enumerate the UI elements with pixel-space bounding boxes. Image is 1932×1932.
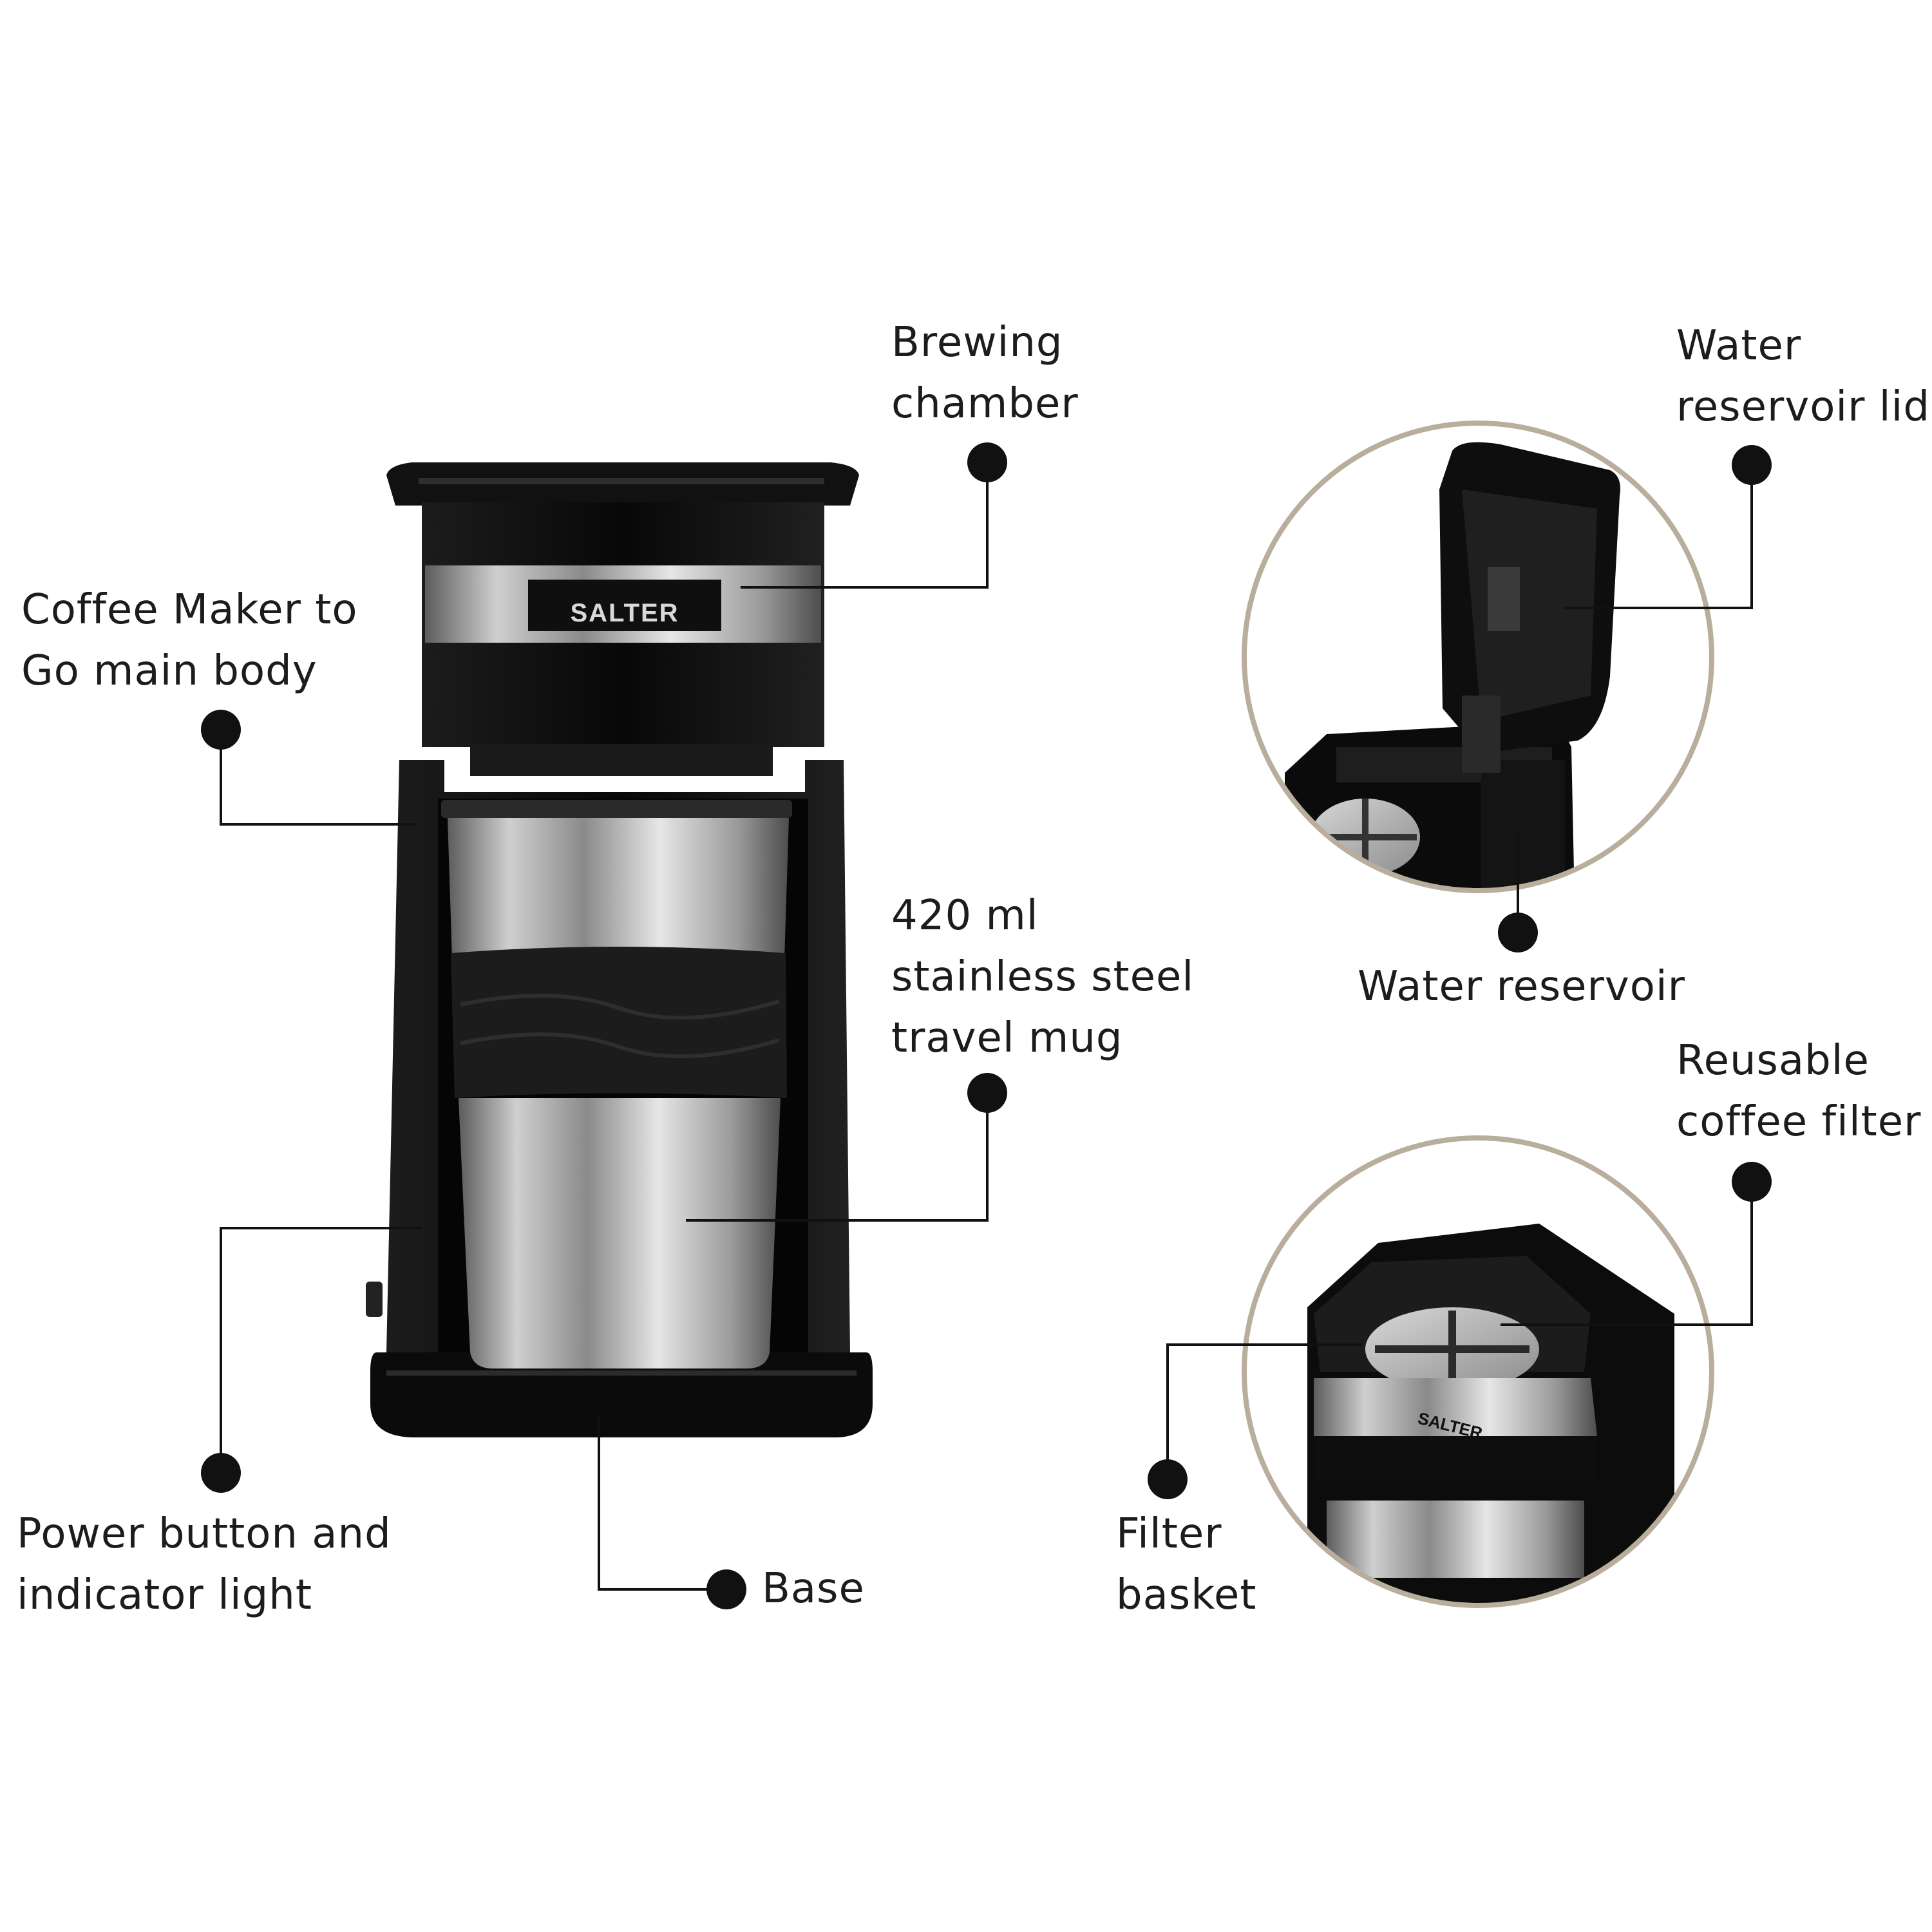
label-line: Base bbox=[762, 1565, 865, 1613]
lid-hinge bbox=[1462, 696, 1501, 773]
mug-upper-steel bbox=[448, 818, 789, 960]
mug-grip-band bbox=[451, 947, 787, 1098]
filter-steel-band bbox=[1314, 1378, 1597, 1436]
lid-vent bbox=[1488, 567, 1520, 631]
detail-circle-water-reservoir bbox=[1242, 421, 1714, 893]
leader-brewing-chamber bbox=[741, 462, 989, 589]
brand-plate bbox=[528, 580, 721, 631]
label-travel-mug: 420 ml stainless steel travel mug bbox=[891, 886, 1194, 1069]
dot-base bbox=[706, 1569, 746, 1609]
label-line: 420 ml bbox=[891, 892, 1039, 940]
label-line: Reusable bbox=[1676, 1037, 1870, 1084]
label-line: basket bbox=[1116, 1571, 1257, 1619]
label-water-reservoir: Water reservoir bbox=[1358, 956, 1685, 1018]
dot-brewing-chamber bbox=[967, 442, 1007, 482]
top-lid-highlight bbox=[419, 478, 824, 484]
label-power-button: Power button and indicator light bbox=[17, 1504, 392, 1626]
base-highlight bbox=[386, 1370, 857, 1376]
leader-lines bbox=[220, 462, 1753, 1591]
label-water-reservoir-lid: Water reservoir lid bbox=[1676, 316, 1930, 438]
leader-water-reservoir-lid bbox=[1565, 465, 1753, 609]
detail-circle-bottom-border bbox=[1242, 1135, 1714, 1608]
leader-reusable-filter bbox=[1501, 1182, 1753, 1326]
power-button bbox=[366, 1282, 383, 1317]
mug-lid bbox=[441, 800, 792, 818]
label-main-body: Coffee Maker to Go main body bbox=[21, 580, 358, 702]
reservoir-side-wall bbox=[1481, 760, 1565, 891]
label-line: reservoir lid bbox=[1676, 383, 1930, 431]
leader-main-body bbox=[220, 730, 417, 826]
label-line: coffee filter bbox=[1676, 1098, 1922, 1146]
reservoir-lid-inner bbox=[1462, 489, 1597, 721]
label-line: Go main body bbox=[21, 647, 317, 695]
label-line: Filter bbox=[1116, 1510, 1222, 1558]
mug-grip-texture bbox=[460, 994, 780, 1020]
detail-circle-filter: SALTER bbox=[1242, 1135, 1714, 1608]
label-line: Power button and bbox=[17, 1510, 392, 1558]
label-line: Coffee Maker to bbox=[21, 586, 358, 634]
brand-logo: SALTER bbox=[570, 599, 679, 627]
travel-mug bbox=[441, 800, 792, 1368]
dot-reusable-filter bbox=[1732, 1162, 1772, 1202]
label-base: Base bbox=[762, 1558, 865, 1620]
label-line: indicator light bbox=[17, 1571, 312, 1619]
label-filter-basket: Filter basket bbox=[1116, 1504, 1256, 1626]
leader-base bbox=[598, 1417, 726, 1591]
label-reusable-filter: Reusable coffee filter bbox=[1676, 1030, 1921, 1153]
dot-water-reservoir-lid bbox=[1732, 445, 1772, 485]
label-line: stainless steel bbox=[891, 953, 1195, 1001]
filter-mug-below bbox=[1327, 1501, 1584, 1578]
label-line: chamber bbox=[891, 380, 1079, 428]
leader-travel-mug bbox=[686, 1093, 989, 1222]
dot-power-button bbox=[201, 1453, 241, 1493]
label-line: travel mug bbox=[891, 1014, 1123, 1062]
label-line: Water bbox=[1676, 322, 1802, 370]
dot-travel-mug bbox=[967, 1073, 1007, 1113]
label-line: Water reservoir bbox=[1358, 963, 1685, 1010]
label-line: Brewing bbox=[891, 319, 1063, 366]
filter-lower-body bbox=[1314, 1436, 1597, 1481]
chamber-neck bbox=[470, 744, 773, 776]
leader-power-button bbox=[220, 1227, 422, 1473]
leader-filter-basket bbox=[1166, 1343, 1362, 1479]
mug-grip-texture-2 bbox=[460, 1032, 780, 1059]
dot-main-body bbox=[201, 710, 241, 750]
leader-dots bbox=[201, 442, 1772, 1609]
label-brewing-chamber: Brewing chamber bbox=[891, 312, 1079, 435]
detail-circle-top-border bbox=[1242, 421, 1714, 893]
dot-filter-basket bbox=[1148, 1459, 1188, 1499]
dot-water-reservoir bbox=[1498, 913, 1538, 952]
mug-lower-steel bbox=[459, 1098, 781, 1368]
